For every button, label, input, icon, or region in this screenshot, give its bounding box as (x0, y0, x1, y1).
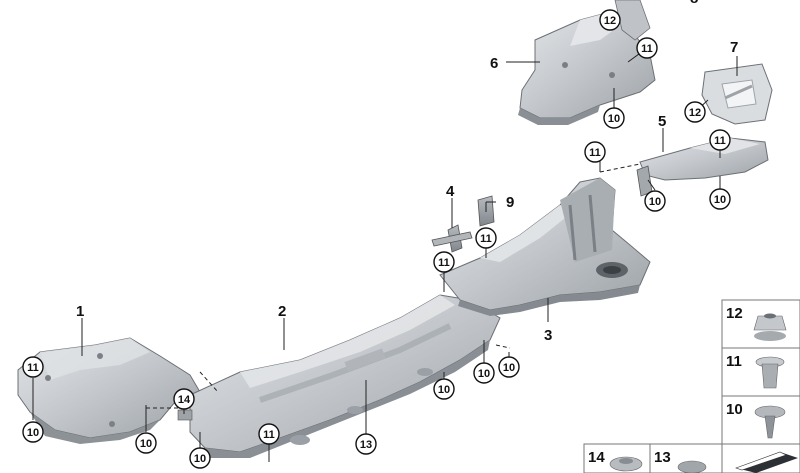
label-part-5: 5 (658, 113, 666, 130)
callout-13: 13 (360, 439, 372, 451)
callout-10: 10 (503, 362, 515, 374)
hardware-legend: 12 11 10 14 13 (583, 299, 800, 473)
part-14-clip (177, 409, 193, 421)
callout-12: 12 (604, 15, 616, 27)
callout-10: 10 (608, 113, 620, 125)
label-part-9: 9 (506, 194, 514, 211)
callout-11: 11 (641, 43, 653, 55)
legend-14: 14 (588, 449, 605, 466)
callout-circles (22, 9, 731, 469)
screw-10-icon (754, 405, 786, 439)
part-2-center-shield (189, 294, 501, 458)
part-3-rear-shield (439, 177, 651, 316)
callout-14: 14 (178, 394, 191, 406)
callout-10: 10 (194, 453, 206, 465)
callout-12: 12 (689, 107, 701, 119)
part-1-underbody-shield (17, 337, 201, 444)
legend-10: 10 (726, 401, 743, 418)
callout-11: 11 (714, 135, 726, 147)
wedge-part-icon (735, 451, 798, 473)
callout-11: 11 (480, 233, 492, 245)
callout-10: 10 (27, 427, 39, 439)
label-part-8: 8 (690, 0, 698, 7)
callout-numbers: 11 10 10 14 10 11 13 10 10 10 11 11 10 1… (27, 15, 726, 465)
label-part-2: 2 (278, 303, 286, 320)
rivet-nut-11-icon (755, 356, 785, 389)
legend-13: 13 (654, 449, 671, 466)
callout-10: 10 (649, 196, 661, 208)
callout-11: 11 (438, 257, 450, 269)
legend-11: 11 (726, 353, 742, 370)
part-6-heat-shield (518, 0, 656, 125)
label-part-7: 7 (730, 39, 738, 56)
part-4-bracket (431, 224, 473, 253)
callout-11: 11 (27, 362, 39, 374)
legend-12: 12 (726, 305, 743, 322)
callout-10: 10 (438, 384, 450, 396)
label-part-4: 4 (446, 183, 455, 200)
part-5-rear-right-shield (636, 137, 769, 197)
callout-10: 10 (714, 194, 726, 206)
part-7-bracket-plate (701, 63, 773, 125)
label-part-1: 1 (76, 303, 84, 320)
callout-10: 10 (140, 438, 152, 450)
label-part-6: 6 (490, 55, 498, 72)
callout-10: 10 (478, 368, 490, 380)
clip-14-icon (609, 456, 643, 472)
label-part-3: 3 (544, 327, 552, 344)
main-part-labels: 1 2 3 4 5 6 7 8 9 (76, 0, 738, 344)
callout-11: 11 (589, 147, 601, 159)
plug-13-icon (677, 460, 707, 473)
nut-12-icon (753, 313, 787, 341)
callout-11: 11 (263, 429, 275, 441)
